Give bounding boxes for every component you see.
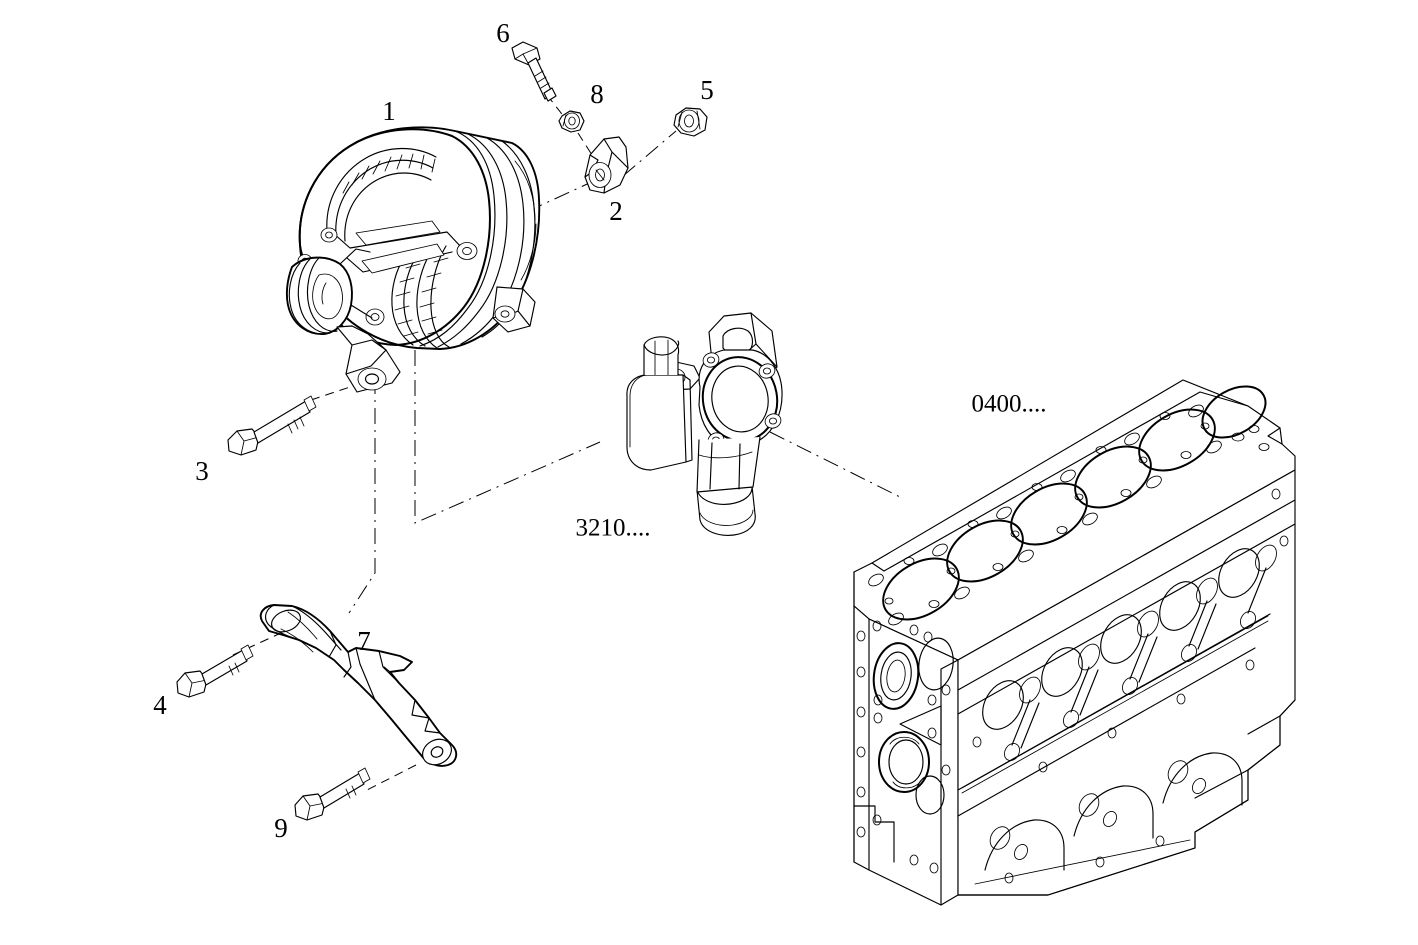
callout-6: 6 xyxy=(496,18,510,48)
group-label-3210: 3210.... xyxy=(576,515,651,542)
part-bolt-4 xyxy=(176,644,254,698)
callout-1: 1 xyxy=(382,96,396,126)
callout-7: 7 xyxy=(357,626,371,656)
part-water-pump-housing-3210 xyxy=(626,312,783,536)
callout-3: 3 xyxy=(195,456,209,486)
part-support-bracket-7 xyxy=(259,604,458,767)
part-hex-bolt-6 xyxy=(511,41,557,102)
callout-9: 9 xyxy=(274,813,288,843)
part-alternator-1 xyxy=(285,126,541,393)
part-long-bolt-3 xyxy=(227,395,317,456)
callout-5: 5 xyxy=(700,75,714,105)
part-washer-8 xyxy=(558,110,585,133)
part-flange-nut-5 xyxy=(673,107,708,137)
callout-8: 8 xyxy=(590,79,604,109)
callout-4: 4 xyxy=(153,690,167,720)
callout-2: 2 xyxy=(609,196,623,226)
callout-numbers: 1 2 3 4 5 6 7 8 9 xyxy=(153,18,714,843)
part-cylinder-block-0400 xyxy=(853,379,1296,906)
group-label-0400: 0400.... xyxy=(972,391,1047,418)
group-labels: 3210.... 0400.... xyxy=(576,391,1047,542)
part-cable-clamp-2 xyxy=(584,136,629,194)
part-bolt-9 xyxy=(294,767,371,821)
